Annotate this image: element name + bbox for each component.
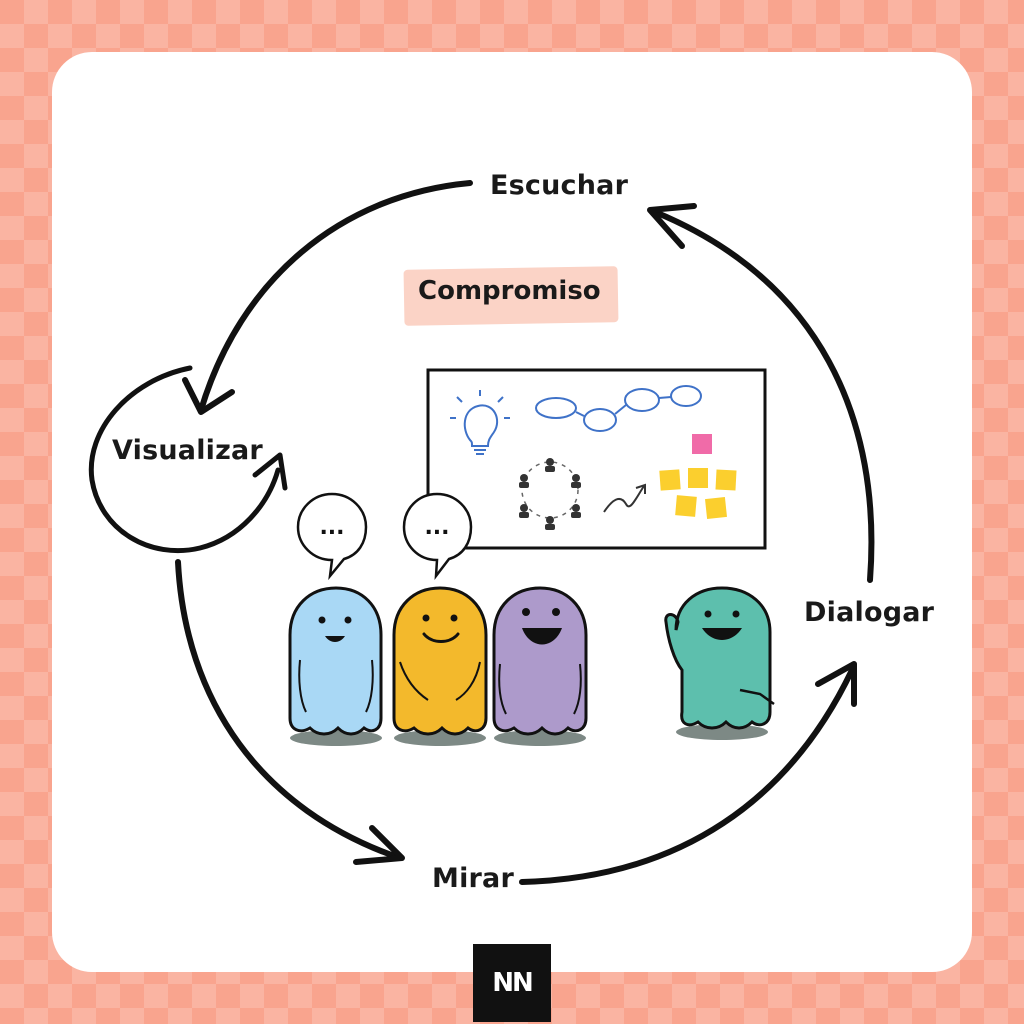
arrowhead-mirar — [353, 825, 405, 865]
arrowhead-dialogar — [815, 661, 857, 707]
arrow-dialogar-to-escuchar — [652, 209, 875, 583]
character-yellow — [392, 586, 488, 736]
arrowhead-visualizar-loop — [252, 452, 288, 491]
step-label-escuchar: Escuchar — [490, 170, 629, 201]
arrowhead-visualizar — [182, 377, 235, 415]
arrow-mirar-to-dialogar — [519, 667, 855, 885]
arrowhead-escuchar — [647, 203, 697, 249]
lightbulb-icon — [450, 390, 510, 455]
team-circle-icon — [519, 458, 581, 530]
center-label: Compromiso — [418, 276, 601, 306]
brand-logo: NN — [473, 944, 551, 1022]
step-label-dialogar: Dialogar — [804, 597, 935, 628]
character-purple — [492, 586, 588, 736]
step-label-visualizar: Visualizar — [112, 435, 263, 466]
arrow-escuchar-to-visualizar — [198, 180, 473, 413]
visualizar-loop — [88, 365, 281, 554]
character-teal — [664, 586, 775, 730]
mindmap-sketch-icon — [535, 385, 702, 432]
speech-bubble-left: ... — [296, 492, 368, 581]
squiggle-arrow-icon — [603, 485, 645, 513]
speech-bubble-right-text: ... — [424, 515, 449, 540]
sticky-notes-icon — [659, 434, 737, 519]
whiteboard — [426, 368, 767, 550]
speech-bubble-right: ... — [402, 492, 473, 581]
speech-bubble-left-text: ... — [319, 515, 344, 540]
character-blue — [288, 586, 383, 736]
arrow-visualizar-to-mirar — [175, 559, 403, 861]
step-label-mirar: Mirar — [432, 863, 514, 894]
